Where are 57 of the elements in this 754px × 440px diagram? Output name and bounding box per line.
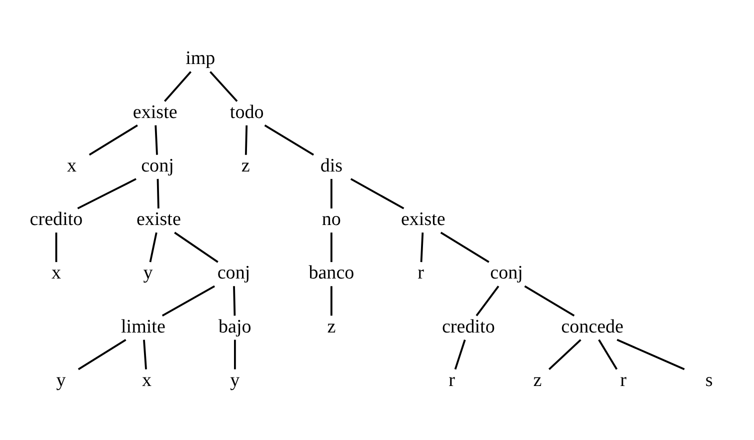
connector <box>174 231 218 262</box>
node-text: banco <box>308 262 354 284</box>
connector <box>233 286 236 316</box>
connector <box>210 70 238 102</box>
node-text: todo <box>230 101 264 122</box>
node-text: credito <box>442 316 495 337</box>
connector <box>234 339 236 369</box>
connector <box>143 339 147 369</box>
connector <box>350 178 404 209</box>
node-text: s <box>705 369 713 390</box>
connector <box>440 231 490 262</box>
connector <box>264 124 314 156</box>
connector <box>330 286 332 316</box>
node-text: r <box>620 369 626 390</box>
connector <box>164 70 192 102</box>
connector <box>330 232 332 262</box>
connector <box>149 232 158 262</box>
node-text: z <box>327 316 336 337</box>
connector <box>616 338 685 370</box>
node-text: z <box>241 154 250 176</box>
node-text: conj <box>217 262 250 284</box>
node-text: no <box>322 208 341 230</box>
node-text: y <box>56 369 66 390</box>
connector <box>162 284 216 316</box>
node-text: y <box>143 262 153 284</box>
node-text: existe <box>132 101 178 122</box>
connector <box>598 338 618 370</box>
node-text: x <box>66 154 76 176</box>
connector <box>454 338 466 370</box>
node-text: y <box>230 369 240 390</box>
node-text: x <box>142 369 152 390</box>
node-text: r <box>418 262 424 284</box>
node-text: dis <box>320 154 343 176</box>
node-text: x <box>51 262 62 284</box>
node-text: bajo <box>218 316 252 337</box>
connector <box>476 285 500 316</box>
node-text: z <box>533 369 542 390</box>
node-text: conj <box>141 154 174 176</box>
connector <box>330 178 332 208</box>
connector <box>244 124 248 154</box>
connector <box>524 284 575 316</box>
node-text: imp <box>186 48 216 69</box>
connector <box>420 232 424 262</box>
connector <box>88 124 138 156</box>
connector <box>154 124 158 154</box>
connector <box>77 178 136 209</box>
connector <box>78 338 126 370</box>
node-text: existe <box>400 208 446 230</box>
node-text: existe <box>136 208 181 230</box>
connector <box>548 338 582 370</box>
node-text: concede <box>561 316 624 337</box>
connector <box>156 178 160 208</box>
node-text: credito <box>30 208 83 230</box>
node-text: r <box>448 369 455 390</box>
node-text: limite <box>120 316 166 337</box>
node-text: conj <box>490 262 523 284</box>
connector <box>55 232 58 262</box>
